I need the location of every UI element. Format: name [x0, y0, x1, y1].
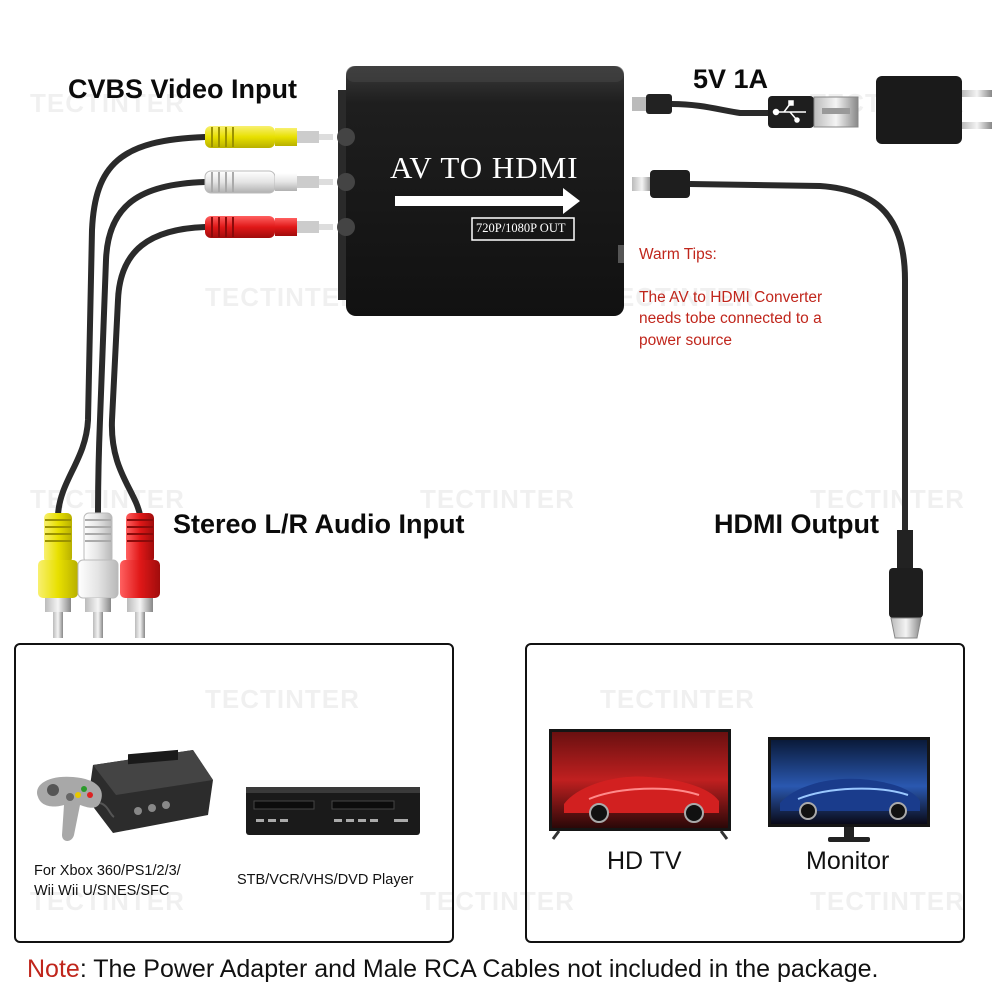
watermark: TECTINTER: [810, 886, 965, 916]
note-text: : The Power Adapter and Male RCA Cables …: [79, 955, 879, 983]
watermark: TECTINTER: [30, 886, 185, 916]
warm-tips-heading: Warm Tips:: [639, 245, 717, 263]
av-to-hdmi-converter: [337, 66, 624, 316]
warm-tips-text: The AV to HDMI Converter needs tobe conn…: [639, 288, 823, 349]
game-console-illustration: [37, 749, 213, 841]
hd-tv-caption: HD TV: [607, 847, 682, 875]
watermark: TECTINTER: [600, 684, 755, 714]
dvd-player-illustration: [246, 787, 420, 835]
connection-diagram: [38, 66, 992, 639]
watermark: TECTINTER: [420, 886, 575, 916]
rca-plug-red-top: [205, 216, 333, 238]
power-spec-label: 5V 1A: [693, 64, 769, 94]
hdmi-output-label: HDMI Output: [714, 509, 879, 539]
cvbs-video-input-label: CVBS Video Input: [68, 74, 298, 104]
watermark: TECTINTER: [600, 282, 755, 312]
watermark: TECTINTER: [420, 484, 575, 514]
hd-tv-illustration: [549, 729, 731, 840]
rca-plug-white-bottom: [77, 512, 119, 638]
rca-plug-white-top: [204, 170, 333, 194]
power-cable: [632, 94, 859, 128]
note-prefix: Note: [27, 955, 80, 983]
warm-tips: Warm Tips: The AV to HDMI Converter need…: [639, 222, 822, 373]
device-title: AV TO HDMI: [390, 150, 579, 185]
rca-plug-yellow-bottom: [38, 513, 78, 638]
watermark: TECTINTER: [30, 88, 185, 118]
rca-plug-yellow-top: [205, 126, 333, 148]
monitor-caption: Monitor: [806, 847, 890, 875]
watermark: TECTINTER: [205, 684, 360, 714]
hdmi-cable: [632, 170, 923, 639]
rca-cables: [55, 134, 208, 518]
monitor-illustration: [768, 737, 930, 842]
stereo-audio-input-label: Stereo L/R Audio Input: [173, 509, 465, 539]
package-note: Note: The Power Adapter and Male RCA Cab…: [27, 955, 878, 984]
usb-icon: [772, 100, 806, 123]
watermark: TECTINTER: [205, 282, 360, 312]
display-devices-box: HD TV Monitor: [525, 643, 965, 943]
watermark: TECTINTER: [810, 484, 965, 514]
console-caption: For Xbox 360/PS1/2/3/ Wii Wii U/SNES/SFC: [34, 863, 181, 899]
rca-plug-red-bottom: [120, 513, 160, 638]
device-output-badge: 720P/1080P OUT: [476, 221, 566, 235]
player-caption: STB/VCR/VHS/DVD Player: [237, 872, 414, 888]
power-adapter: [876, 76, 992, 144]
source-devices-box: For Xbox 360/PS1/2/3/ Wii Wii U/SNES/SFC…: [14, 643, 454, 943]
